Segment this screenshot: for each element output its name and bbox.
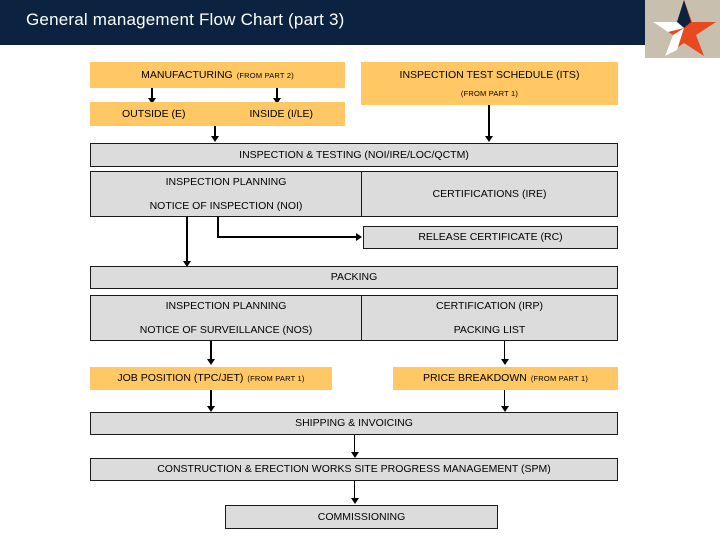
connector-inside-inspection <box>214 126 216 138</box>
connector-construction-commissioning <box>354 481 355 500</box>
inspection-planning-1-line2: NOTICE OF INSPECTION (NOI) <box>149 199 303 212</box>
box-construction-erection[interactable]: CONSTRUCTION & ERECTION WORKS SITE PROGR… <box>90 458 618 481</box>
its-label: INSPECTION TEST SCHEDULE (ITS) <box>399 68 580 81</box>
connector-shipping-construction <box>354 435 355 454</box>
inspection-planning-1-line1: INSPECTION PLANNING <box>165 176 287 189</box>
inspection-testing-label: INSPECTION & TESTING (NOI/IRE/LOC/QCTM) <box>239 148 469 161</box>
box-release-certificate[interactable]: RELEASE CERTIFICATE (RC) <box>363 226 618 249</box>
box-manufacturing[interactable]: MANUFACTURING (FROM PART 2) <box>90 62 345 88</box>
connector-planning-release-h <box>217 236 356 238</box>
connector-pricebreakdown-shipping <box>504 390 505 408</box>
connector-manufacturing-inside <box>276 88 278 100</box>
inspection-planning-2-line2: NOTICE OF SURVEILLANCE (NOS) <box>139 323 313 336</box>
arrowhead-construction-commissioning <box>351 498 359 504</box>
arrowhead-irp-pricebreakdown <box>501 359 509 365</box>
commissioning-label: COMMISSIONING <box>317 510 406 523</box>
packing-label: PACKING <box>330 271 378 284</box>
star-logo-icon <box>653 0 716 56</box>
title-bar <box>0 0 645 45</box>
construction-erection-label: CONSTRUCTION & ERECTION WORKS SITE PROGR… <box>157 463 551 476</box>
arrowhead-inside-inspection <box>211 136 219 142</box>
price-breakdown-note: (FROM PART 1) <box>530 374 589 384</box>
arrowhead-shipping-construction <box>351 452 359 458</box>
box-surveillance-certification[interactable]: INSPECTION PLANNING NOTICE OF SURVEILLAN… <box>90 295 618 341</box>
connector-irp-pricebreakdown <box>504 341 505 361</box>
connector-planning-packing <box>186 217 188 263</box>
its-note: (FROM PART 1) <box>460 89 519 99</box>
certification-irp-line1: CERTIFICATION (IRP) <box>436 300 543 313</box>
cell-certifications-ire[interactable]: CERTIFICATIONS (IRE) <box>362 172 617 216</box>
cell-certification-irp[interactable]: CERTIFICATION (IRP) PACKING LIST <box>362 296 617 340</box>
arrowhead-manufacturing-inside <box>273 98 281 104</box>
cell-inspection-planning-2[interactable]: INSPECTION PLANNING NOTICE OF SURVEILLAN… <box>91 296 362 340</box>
arrowhead-jobposition-shipping <box>207 406 215 412</box>
box-shipping-invoicing[interactable]: SHIPPING & INVOICING <box>90 412 618 435</box>
connector-planning-release-v <box>217 217 219 237</box>
job-position-note: (FROM PART 1) <box>247 374 305 384</box>
arrowhead-planning-release <box>356 233 362 241</box>
certifications-ire-label: CERTIFICATIONS (IRE) <box>432 187 547 200</box>
connector-surveillance-jobposition <box>210 341 212 361</box>
inspection-planning-2-line1: INSPECTION PLANNING <box>165 300 287 313</box>
box-outside-inside[interactable]: OUTSIDE (E) INSIDE (I/LE) <box>90 102 345 126</box>
release-certificate-label: RELEASE CERTIFICATE (RC) <box>418 231 563 244</box>
box-planning-certifications[interactable]: INSPECTION PLANNING NOTICE OF INSPECTION… <box>90 171 618 217</box>
connector-its-inspection <box>488 105 490 138</box>
arrowhead-planning-packing <box>183 261 191 267</box>
inside-label: INSIDE (I/LE) <box>249 107 314 120</box>
manufacturing-note: (FROM PART 2) <box>236 70 294 80</box>
arrowhead-surveillance-jobposition <box>207 359 215 365</box>
arrowhead-its-inspection <box>485 136 493 142</box>
outside-label: OUTSIDE (E) <box>121 107 186 120</box>
page-title: General management Flow Chart (part 3) <box>26 10 345 29</box>
certification-irp-line2: PACKING LIST <box>453 323 526 336</box>
box-inspection-testing[interactable]: INSPECTION & TESTING (NOI/IRE/LOC/QCTM) <box>90 143 618 167</box>
cell-inspection-planning-1[interactable]: INSPECTION PLANNING NOTICE OF INSPECTION… <box>91 172 362 216</box>
connector-jobposition-shipping <box>210 390 212 408</box>
box-price-breakdown[interactable]: PRICE BREAKDOWN (FROM PART 1) <box>393 367 618 390</box>
shipping-invoicing-label: SHIPPING & INVOICING <box>295 417 413 430</box>
box-inspection-test-schedule[interactable]: INSPECTION TEST SCHEDULE (ITS) (FROM PAR… <box>361 62 618 105</box>
connector-manufacturing-outside <box>151 88 153 100</box>
box-job-position[interactable]: JOB POSITION (TPC/JET) (FROM PART 1) <box>90 367 332 390</box>
box-packing[interactable]: PACKING <box>90 266 618 289</box>
box-commissioning[interactable]: COMMISSIONING <box>225 505 498 529</box>
manufacturing-label: MANUFACTURING <box>141 68 233 81</box>
price-breakdown-label: PRICE BREAKDOWN <box>422 372 527 385</box>
arrowhead-pricebreakdown-shipping <box>501 406 509 412</box>
job-position-label: JOB POSITION (TPC/JET) <box>117 372 244 385</box>
arrowhead-manufacturing-outside <box>148 98 156 104</box>
